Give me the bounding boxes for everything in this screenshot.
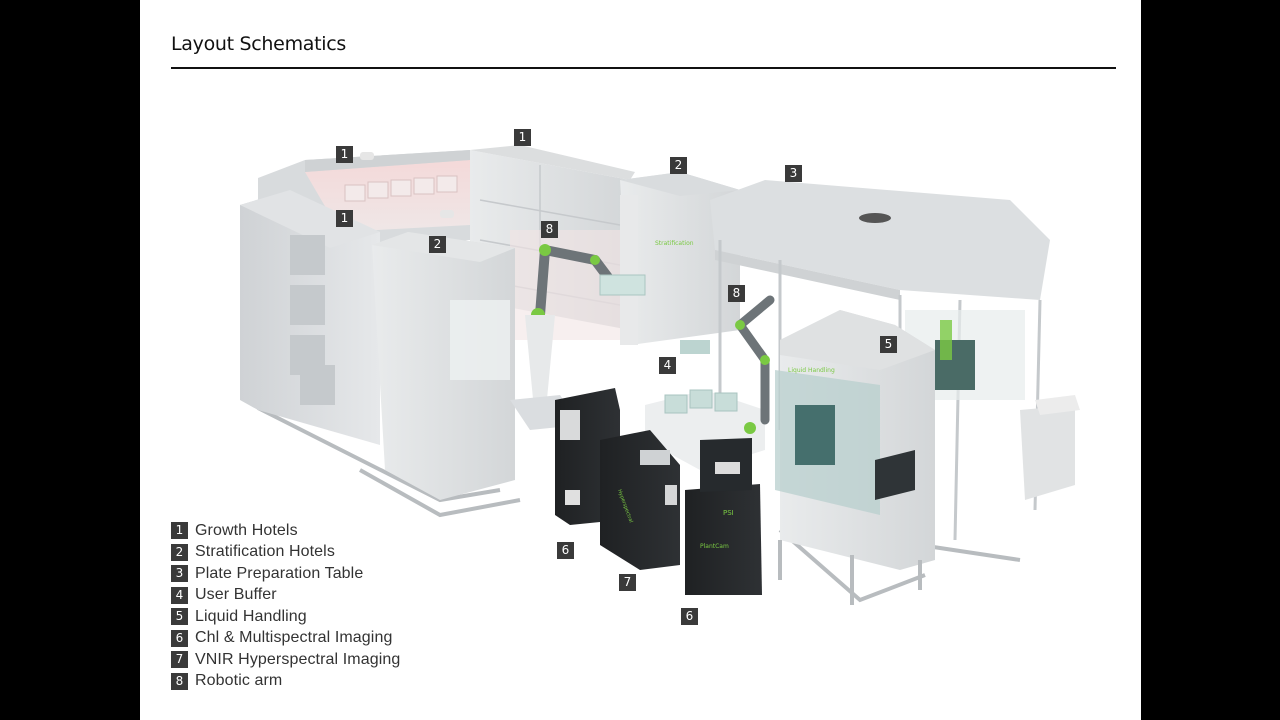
legend-item: 7 VNIR Hyperspectral Imaging (171, 649, 400, 671)
badge-user-buffer: 4 (659, 357, 676, 374)
title-rule (171, 67, 1116, 69)
legend-number: 1 (171, 522, 188, 540)
imaging-cabinet-right: PSI PlantCam (685, 438, 762, 595)
legend-label: VNIR Hyperspectral Imaging (195, 650, 401, 668)
svg-text:Liquid Handling: Liquid Handling (788, 367, 835, 374)
legend-number: 3 (171, 565, 188, 583)
legend-number: 6 (171, 629, 188, 647)
slide: Layout Schematics (140, 0, 1141, 720)
badge-growth-hotel-front: 1 (336, 210, 353, 227)
badge-stratification-right: 2 (670, 157, 687, 174)
legend-label: Liquid Handling (195, 607, 307, 625)
legend-item: 1 Growth Hotels (171, 520, 400, 542)
badge-growth-hotel-back: 1 (336, 146, 353, 163)
legend-label: Plate Preparation Table (195, 564, 364, 582)
legend-number: 7 (171, 651, 188, 669)
legend-number: 5 (171, 608, 188, 626)
legend-number: 2 (171, 543, 188, 561)
stratification-hotel-left (372, 232, 515, 500)
legend-item: 8 Robotic arm (171, 671, 400, 693)
badge-robotic-arm-left: 8 (541, 221, 558, 238)
imaging-cabinet-middle: Hyperspectral (600, 430, 680, 570)
badge-imaging-left: 6 (557, 542, 574, 559)
stratification-hotel-right: Stratification (620, 172, 740, 345)
svg-text:Stratification: Stratification (655, 240, 694, 247)
badge-imaging-right: 6 (681, 608, 698, 625)
page-title: Layout Schematics (171, 33, 346, 55)
legend-label: Stratification Hotels (195, 543, 335, 561)
liquid-handling-unit: Liquid Handling (775, 310, 935, 605)
badge-plate-preparation: 3 (785, 165, 802, 182)
badge-hyperspectral: 7 (619, 574, 636, 591)
legend-item: 6 Chl & Multispectral Imaging (171, 628, 400, 650)
badge-growth-hotel-middle: 1 (514, 129, 531, 146)
badge-liquid-handling: 5 (880, 336, 897, 353)
badge-stratification-left: 2 (429, 236, 446, 253)
legend-label: Growth Hotels (195, 521, 298, 539)
growth-hotel-front (240, 152, 454, 445)
device-camera-label: PlantCam (700, 543, 729, 550)
legend-label: Robotic arm (195, 672, 283, 690)
layout-illustration: Stratification (240, 145, 1080, 605)
badge-robotic-arm-right: 8 (728, 285, 745, 302)
legend-item: 5 Liquid Handling (171, 606, 400, 628)
legend-label: User Buffer (195, 586, 277, 604)
legend-item: 3 Plate Preparation Table (171, 563, 400, 585)
legend-label: Chl & Multispectral Imaging (195, 629, 393, 647)
legend-item: 2 Stratification Hotels (171, 542, 400, 564)
legend-item: 4 User Buffer (171, 585, 400, 607)
robotic-arm-right (735, 295, 775, 425)
legend-number: 4 (171, 586, 188, 604)
device-brand: PSI (723, 509, 734, 517)
legend-number: 8 (171, 672, 188, 690)
